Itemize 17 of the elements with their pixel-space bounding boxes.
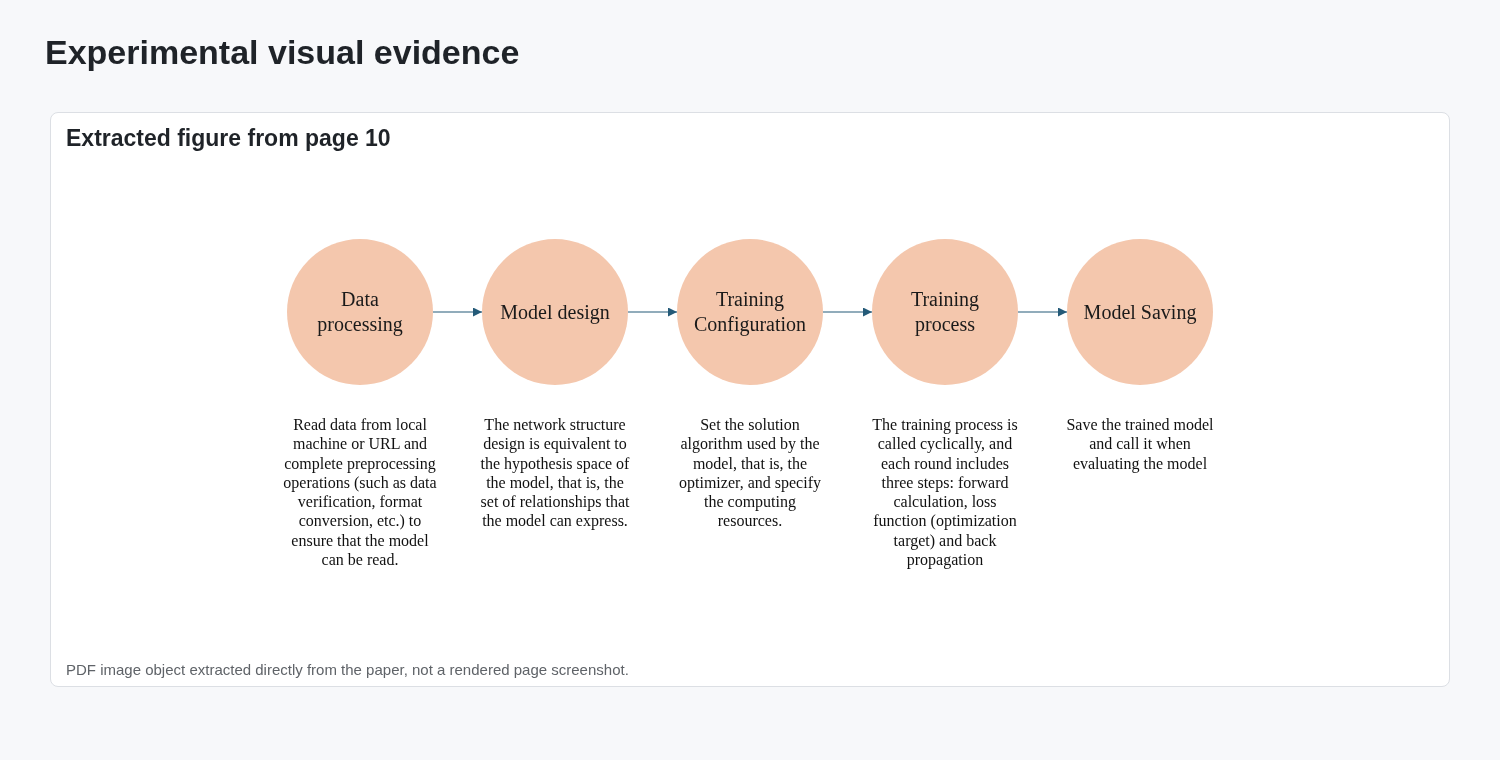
step-description: Save the trained model and call it when evaluating the model: [1065, 415, 1215, 473]
figure-caption: PDF image object extracted directly from the paper, not a rendered page screenshot.: [66, 660, 629, 680]
step-description: Set the solution algorithm used by the model, that is, the optimizer, and specify the computing resources.: [678, 415, 822, 531]
arrow: [432, 307, 483, 317]
arrow: [822, 307, 873, 317]
step-title: Model Saving: [1083, 299, 1197, 325]
step-title: Training Configuration: [692, 287, 808, 337]
step-description: Read data from local machine or URL and complete preprocessing operations (such as data verification, format conversion, etc.) to ensure that the model can be read.: [282, 415, 438, 570]
step-title: Model design: [500, 299, 610, 325]
page-title: Experimental visual evidence: [45, 32, 520, 73]
arrow: [1017, 307, 1068, 317]
step-title: Training process: [909, 287, 981, 337]
step-description: The training process is called cyclically, and each round includes three steps: forward calculation, loss function (optimization target) and back propagation: [871, 415, 1019, 570]
step-title: Data processing: [316, 287, 404, 337]
card-heading: Extracted figure from page 10: [66, 124, 391, 152]
arrow: [627, 307, 678, 317]
step-description: The network structure design is equivalent to the hypothesis space of the model, that is, the set of relationships that the model can express.: [479, 415, 631, 531]
